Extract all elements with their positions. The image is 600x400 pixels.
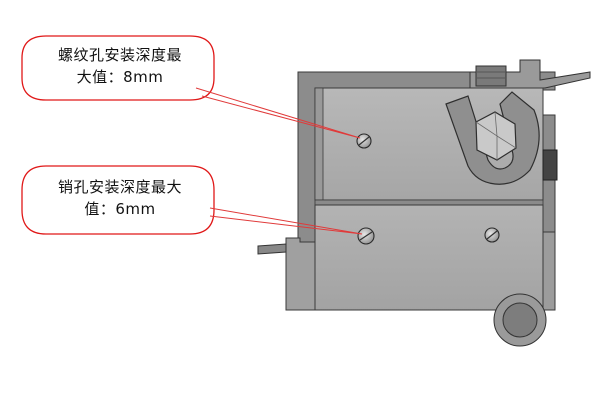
- leader-line-2: [209, 207, 363, 235]
- callout-2-line2: 值：6mm: [84, 200, 156, 218]
- callout-text-pin-hole: 销孔安装深度最大 值：6mm: [30, 176, 210, 220]
- round-boss: [493, 293, 547, 347]
- threaded-hole: [356, 133, 372, 149]
- callout-text-threaded-hole: 螺纹孔安装深度最 大值：8mm: [30, 44, 210, 88]
- callout-threaded-hole: [21, 35, 361, 139]
- lower-block: [314, 204, 544, 311]
- leader-line-1: [195, 87, 361, 139]
- callout-1-line1: 螺纹孔安装深度最: [57, 46, 182, 64]
- callout-1-line2: 大值：8mm: [76, 68, 164, 86]
- left-pin: [257, 243, 287, 255]
- callout-2-line1: 销孔安装深度最大: [57, 178, 182, 196]
- fixture-assembly: [257, 59, 591, 347]
- u-clamp: [445, 91, 540, 185]
- top-knob: [475, 65, 507, 87]
- pin-hole: [357, 227, 375, 245]
- pin-hole-2: [484, 227, 500, 243]
- callout-bubble-1: [21, 35, 215, 101]
- side-stud: [542, 149, 558, 181]
- front-plate: [285, 237, 316, 311]
- callout-bubble-2: [21, 165, 215, 235]
- callout-pin-hole: [21, 165, 363, 235]
